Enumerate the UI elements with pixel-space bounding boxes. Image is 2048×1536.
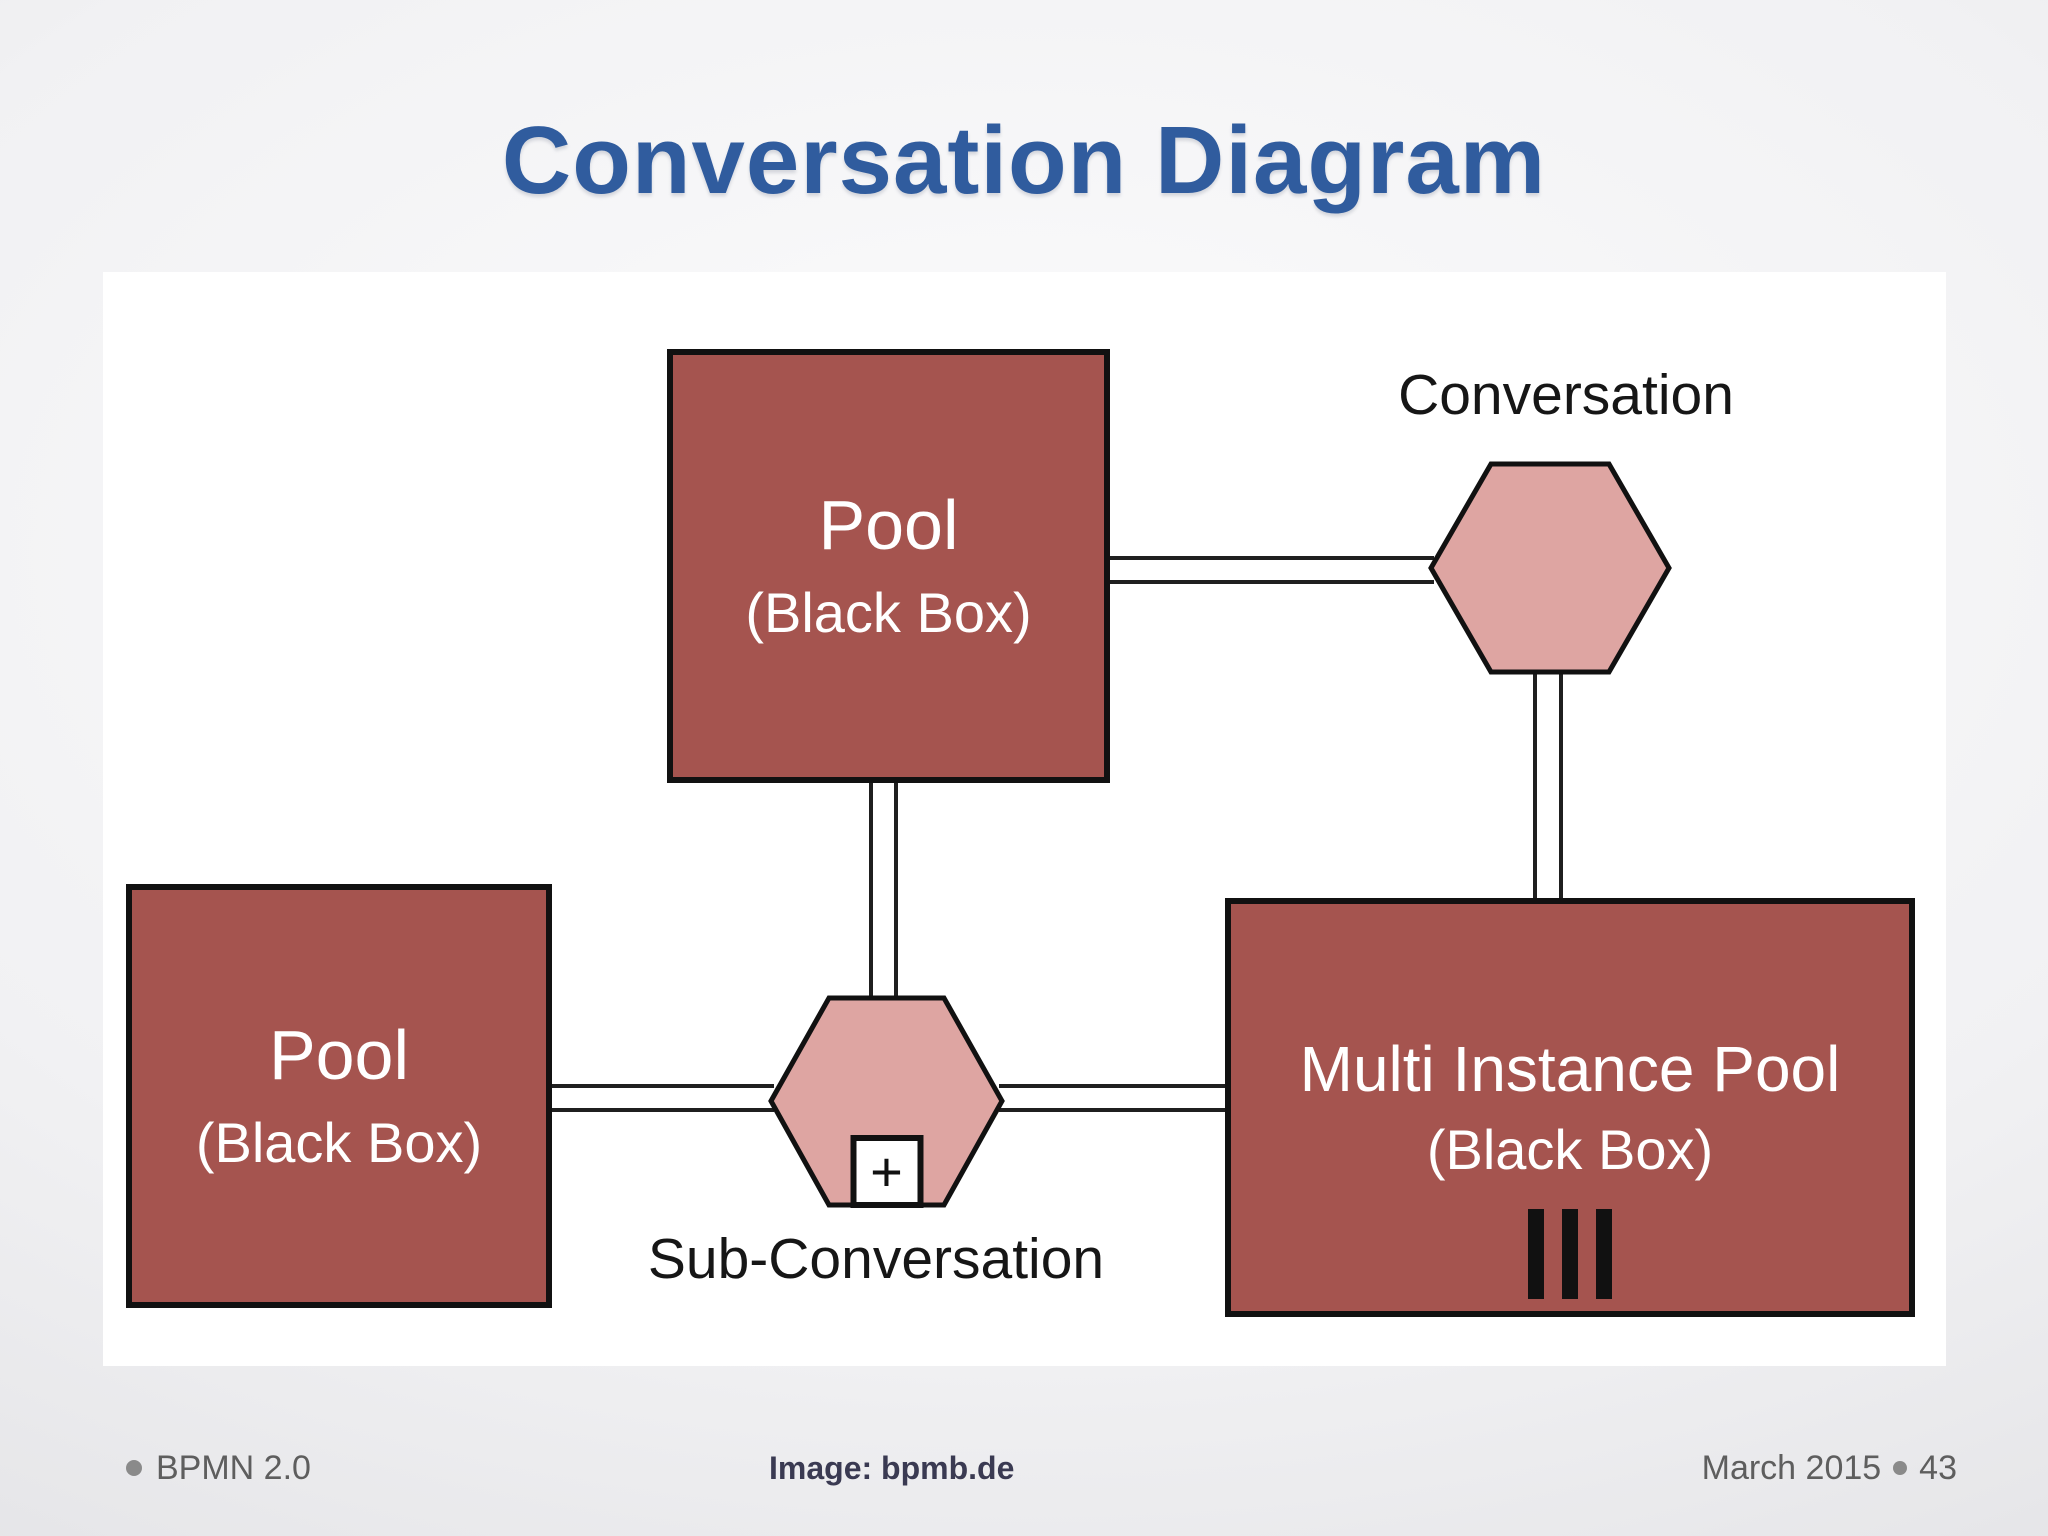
pool-top-label: Pool [818, 485, 959, 564]
connector-pooltop-conversation [1104, 556, 1434, 584]
node-pool-top: Pool (Black Box) [667, 349, 1110, 783]
node-pool-left: Pool (Black Box) [126, 884, 552, 1308]
pool-left-label: Pool [268, 1015, 410, 1094]
node-conversation-hexagon [1428, 461, 1672, 675]
connector-conversation-multipool [1533, 669, 1563, 904]
node-multi-instance-pool: Multi Instance Pool (Black Box) [1225, 898, 1915, 1317]
footer-credit: Image: bpmb.de [769, 1450, 1015, 1486]
pool-top-sublabel: (Black Box) [745, 581, 1032, 645]
slide-title: Conversation Diagram [501, 107, 1547, 214]
footer-left-text: BPMN 2.0 [156, 1448, 311, 1487]
hexagon-shape-icon [1428, 461, 1672, 675]
multi-instance-marker-icon [1528, 1209, 1612, 1299]
footer-page-number: 43 [1919, 1448, 1957, 1487]
pool-left-sublabel: (Black Box) [195, 1111, 483, 1175]
footer-date: March 2015 [1701, 1448, 1882, 1487]
connector-subconversation-multipool [999, 1084, 1239, 1112]
node-sub-conversation-hexagon: + [768, 995, 1005, 1208]
sub-conversation-plus-icon: + [850, 1135, 923, 1208]
connector-poolleft-subconversation [548, 1084, 774, 1112]
bullet-icon [1893, 1461, 1908, 1475]
multi-instance-pool-sublabel: (Black Box) [1426, 1117, 1714, 1181]
plus-glyph: + [870, 1139, 903, 1203]
multi-instance-pool-label: Multi Instance Pool [1299, 1032, 1841, 1105]
conversation-label: Conversation [1398, 363, 1734, 427]
footer-left: BPMN 2.0 [126, 1446, 311, 1490]
footer-right: March 2015 43 [1702, 1446, 1957, 1490]
bullet-icon [126, 1460, 142, 1476]
hexagon-shape-icon [768, 995, 1005, 1208]
sub-conversation-label: Sub-Conversation [647, 1227, 1105, 1291]
connector-pooltop-subconversation [869, 777, 898, 999]
